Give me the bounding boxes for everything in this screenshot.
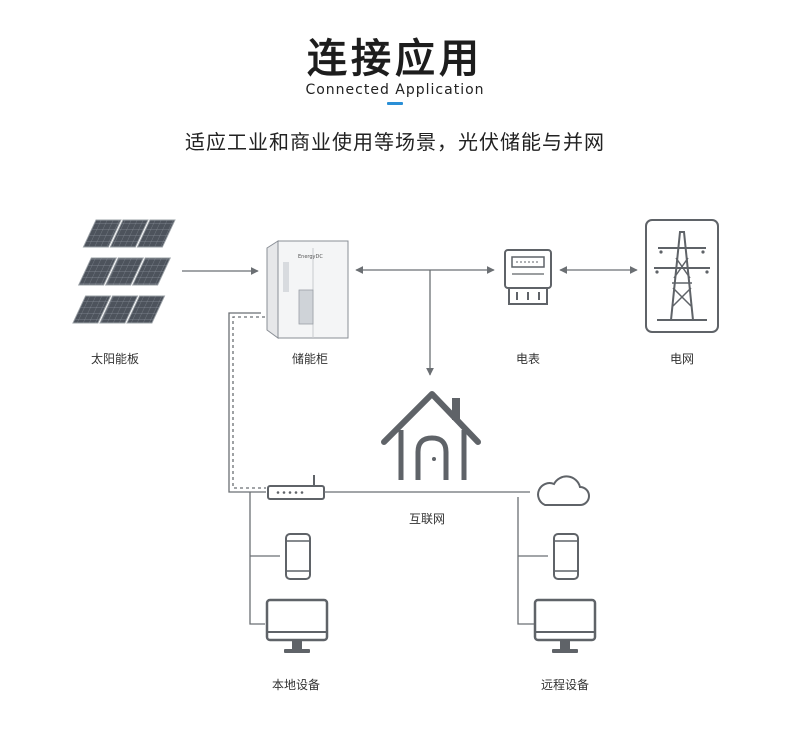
power-tower-icon [645, 219, 719, 333]
cloud-icon [537, 475, 590, 506]
storage-label: 储能柜 [291, 352, 328, 366]
house-icon [381, 391, 481, 480]
cabinet-router-cable [228, 312, 266, 493]
meter-icon [504, 249, 552, 305]
storage-cabinet-icon: EnergyDC [266, 240, 349, 339]
page-subtitle: Connected Application [305, 82, 485, 98]
internet-label: 互联网 [408, 512, 445, 526]
local-devices-label: 本地设备 [271, 678, 320, 692]
router-icon [267, 475, 325, 500]
grid-label: 电网 [669, 352, 694, 366]
cabinet-brand-text: EnergyDC [298, 254, 323, 260]
solar-panel-icon [72, 219, 176, 324]
accent-bar [387, 102, 403, 105]
meter-label: 电表 [515, 352, 540, 366]
local-monitor-icon [265, 598, 329, 653]
page-description: 适应工业和商业使用等场景，光伏储能与并网 [185, 130, 605, 154]
page-title: 连接应用 [307, 36, 483, 82]
local-phone-icon [285, 533, 311, 580]
remote-devices-label: 远程设备 [540, 678, 589, 692]
solar-label: 太阳能板 [90, 352, 139, 366]
remote-monitor-icon [533, 598, 597, 653]
remote-phone-icon [553, 533, 579, 580]
